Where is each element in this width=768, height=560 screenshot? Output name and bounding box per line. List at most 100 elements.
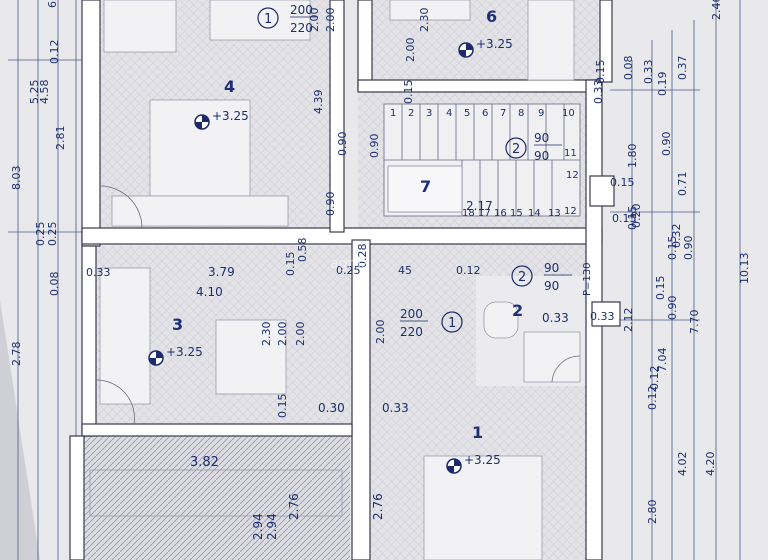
dimension-label: 3.79 <box>208 265 235 279</box>
stair-step-number: 15 <box>510 208 523 219</box>
stairs <box>383 103 581 217</box>
dimension-label: 0.15 <box>666 236 679 261</box>
dimension-label: 0.90 <box>682 236 695 261</box>
door-tag-height: 220 <box>290 21 313 35</box>
bed-room-1 <box>423 455 543 560</box>
dimension-label: 3.82 <box>190 455 219 470</box>
dimension-label: 0.15 <box>654 276 667 301</box>
room-level-r6: +3.25 <box>476 37 513 51</box>
dimension-label: 0.15 <box>612 212 637 225</box>
door-tag-height: 90 <box>544 279 559 293</box>
door-tag-code: 1 <box>264 12 272 27</box>
stair-step-number: 1 <box>390 108 396 119</box>
dimension-label: 1.80 <box>626 144 639 169</box>
stair-step-number: 6 <box>482 108 488 119</box>
dimension-label: 0.90 <box>324 192 337 217</box>
dimension-label: 0.28 <box>356 244 369 269</box>
door-tag-height: 220 <box>400 325 423 339</box>
stair-step-number: 3 <box>426 108 432 119</box>
door-tag-code: 2 <box>512 142 520 157</box>
door-tag-circle <box>505 137 527 159</box>
dimension-label: 0.20 <box>630 204 643 229</box>
dimension-label: 0.90 <box>660 132 673 157</box>
dimension-label: 0.33 <box>86 266 111 279</box>
dimension-label: 0.58 <box>296 238 309 263</box>
dimension-label: 2.94 <box>265 513 279 540</box>
dimension-label: 0.08 <box>48 272 61 297</box>
level-marker-icon <box>148 350 164 366</box>
dimension-label: 0.12 <box>48 40 61 65</box>
door-tag-code: 2 <box>518 270 526 285</box>
terrace-floor <box>82 436 350 560</box>
dimension-label: 5.25 <box>28 80 41 105</box>
bed-room-3 <box>215 319 287 395</box>
dimension-label: 0.33 <box>542 311 569 325</box>
dimension-label: 2.81 <box>54 126 67 151</box>
dimension-label: 7.04 <box>656 348 669 373</box>
dimension-label: 2.00 <box>324 8 337 33</box>
room-number-6: 6 <box>486 7 497 26</box>
dimension-label: 0.30 <box>318 401 345 415</box>
dimension-label: 2.78 <box>10 342 23 367</box>
dimension-label: 2.76 <box>371 493 385 520</box>
dimension-label: 2.80 <box>646 500 659 525</box>
dimension-label: 0.12 <box>646 386 659 411</box>
dimension-label: 2.46 <box>710 0 723 20</box>
room-number-2: 2 <box>512 301 523 320</box>
dimension-label: 0.90 <box>336 132 349 157</box>
dimension-label: 0.33 <box>592 80 605 105</box>
dimension-label: 0.15 <box>402 80 415 105</box>
dimension-label: 2.00 <box>276 322 289 347</box>
paper-shadow <box>0 300 40 560</box>
door-tag-width: 90 <box>534 131 549 145</box>
dimension-label: 4.02 <box>676 452 689 477</box>
dimension-label: 7.70 <box>688 310 701 335</box>
stair-step-number: 10 <box>562 108 575 119</box>
level-markers <box>148 42 474 474</box>
stair-step-number: 11 <box>564 148 577 159</box>
stair-step-number: 12 <box>566 170 579 181</box>
dimension-label: 0.15 <box>610 176 635 189</box>
dimension-label: 0.08 <box>622 56 635 81</box>
door-swings <box>95 185 581 425</box>
dimension-label: 2.30 <box>260 322 273 347</box>
dimension-label: 0.90 <box>368 134 381 159</box>
door-tag-circle <box>511 265 533 287</box>
door-tag-code: 1 <box>448 316 456 331</box>
room-level-r4: +3.25 <box>212 109 249 123</box>
stair-step-number: 13 <box>548 208 561 219</box>
dimension-label: 0.37 <box>676 56 689 81</box>
stair-step-number: 5 <box>464 108 470 119</box>
stair-step-number: 8 <box>518 108 524 119</box>
door-tag-height: 90 <box>534 149 549 163</box>
watermark-text: agma <box>330 256 370 272</box>
dimension-label: 4.20 <box>704 452 717 477</box>
room-level-r1: +3.25 <box>464 453 501 467</box>
dimension-label: P=130 <box>582 263 593 297</box>
stair-run-length: 2.17 <box>466 199 493 213</box>
dimension-label: 65 <box>46 0 59 8</box>
dimension-label: 2.00 <box>374 320 387 345</box>
dimension-label: 2.30 <box>418 8 431 33</box>
stair-step-number: 4 <box>446 108 452 119</box>
dimension-label: 0.12 <box>456 264 481 277</box>
dimension-label: 0.33 <box>590 310 615 323</box>
dimension-label: 0.25 <box>34 222 47 247</box>
door-tag-circle <box>257 7 279 29</box>
dimension-label: 0.25 <box>46 222 59 247</box>
stair-step-number: 9 <box>538 108 544 119</box>
dimension-label: 0.32 <box>670 224 683 249</box>
dimension-label: 4.39 <box>312 90 325 115</box>
dimension-label: 0.15 <box>626 206 639 231</box>
stair-step-number: 18 <box>462 208 475 219</box>
dimension-label: 0.33 <box>382 401 409 415</box>
dimension-label: 0.71 <box>676 172 689 197</box>
dimension-label: 0.15 <box>284 252 297 277</box>
dimension-label: 10.13 <box>738 253 751 285</box>
stair-step-number: 14 <box>528 208 541 219</box>
dimension-label: 0.12 <box>648 366 661 391</box>
level-marker-icon <box>458 42 474 58</box>
